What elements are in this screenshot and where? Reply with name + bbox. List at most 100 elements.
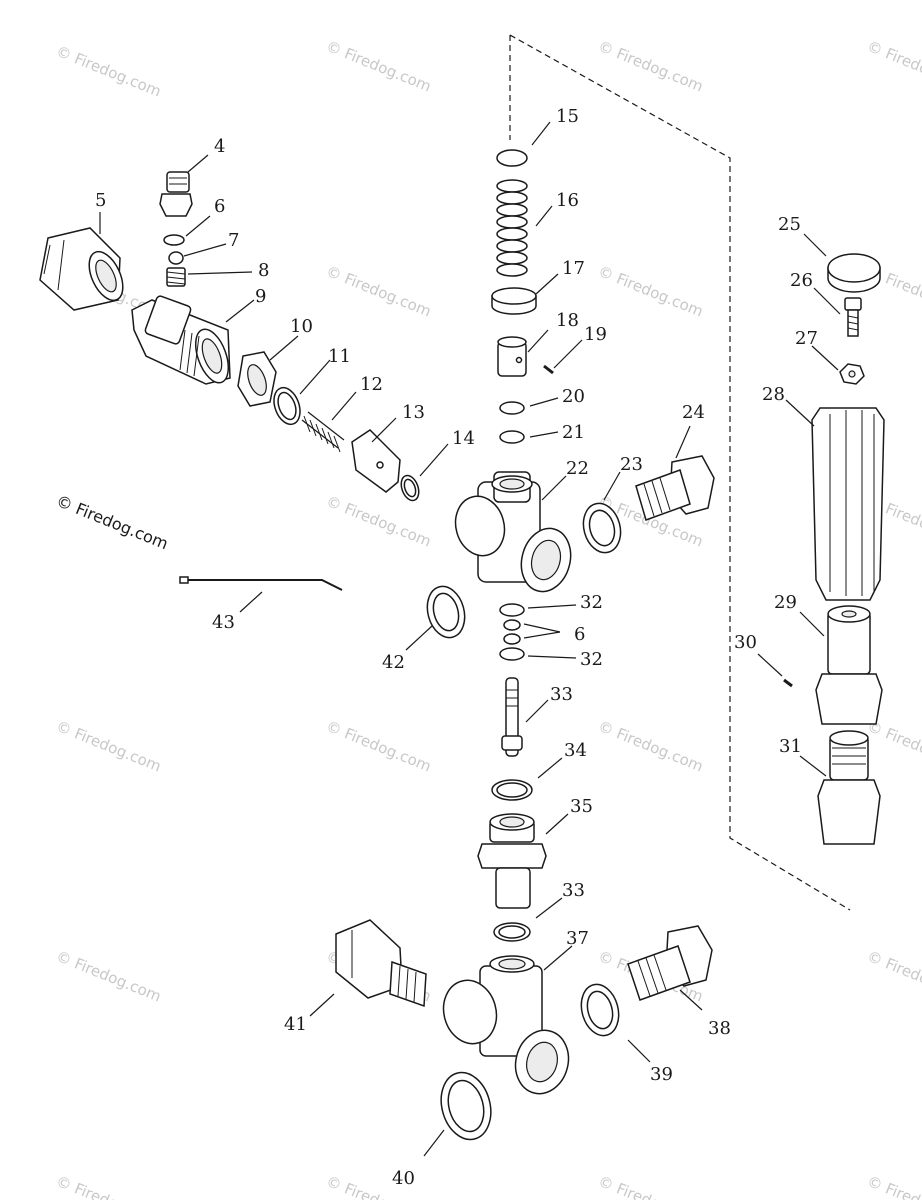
callout-label: 40 xyxy=(392,1168,415,1189)
part-20-oring xyxy=(499,401,525,415)
callout-label: 17 xyxy=(562,258,585,279)
watermark: © Firedog.com xyxy=(324,717,434,775)
callout-label: 12 xyxy=(360,374,383,395)
callout-label: 22 xyxy=(566,458,589,479)
watermark: © Firedog.com xyxy=(865,947,922,1005)
callout-label: 28 xyxy=(762,384,785,405)
callout-label: 31 xyxy=(779,736,802,757)
part-37-tee-body xyxy=(442,955,570,1095)
part-40-washer xyxy=(440,1071,492,1141)
watermark: © Firedog.com xyxy=(324,492,434,550)
part-30-pin xyxy=(783,678,793,688)
part-33-stem xyxy=(501,677,523,757)
part-17-cup xyxy=(491,287,537,315)
part-39-washer xyxy=(580,983,620,1037)
callout-label: 14 xyxy=(452,428,475,449)
part-28-handle xyxy=(811,407,885,601)
callout-label: 21 xyxy=(562,422,585,443)
watermark: © Firedog.com xyxy=(865,1172,922,1200)
part-19-pin xyxy=(543,364,554,375)
watermark: © Firedog.com xyxy=(596,1172,706,1200)
part-12-spring xyxy=(301,411,345,453)
part-32-oring xyxy=(499,603,525,661)
callout-label: 37 xyxy=(566,928,589,949)
part-6-oring xyxy=(163,234,185,246)
callout-label: 32 xyxy=(580,649,603,670)
part-29-extension xyxy=(815,605,883,725)
part-35-seat xyxy=(477,813,547,909)
callout-label: 8 xyxy=(258,260,269,281)
part-7-ball xyxy=(168,251,184,265)
callout-label: 39 xyxy=(650,1064,673,1085)
part-26-screw xyxy=(844,297,862,337)
part-16-spring-stack xyxy=(496,179,528,277)
watermark: © Firedog.com xyxy=(865,717,922,775)
callout-label: 32 xyxy=(580,592,603,613)
watermark: © Firedog.com xyxy=(324,37,434,95)
part-4-fitting xyxy=(159,171,193,217)
callout-label: 34 xyxy=(564,740,587,761)
part-8-spring xyxy=(166,267,186,287)
part-33-oring xyxy=(493,922,531,942)
part-18-sleeve xyxy=(497,336,527,377)
callout-label: 29 xyxy=(774,592,797,613)
watermark: © Firedog.com xyxy=(54,717,164,775)
part-11-oring xyxy=(273,386,301,426)
watermark: © Firedog.com xyxy=(54,42,164,100)
part-38-banjo-bolt xyxy=(627,925,713,1001)
callout-label: 38 xyxy=(708,1018,731,1039)
part-42-washer xyxy=(426,585,466,639)
watermark: © Firedog.com xyxy=(865,37,922,95)
callout-label: 16 xyxy=(556,190,579,211)
callout-label: 6 xyxy=(574,624,585,645)
part-15-cap xyxy=(496,149,528,167)
watermark: © Firedog.com xyxy=(324,1172,434,1200)
watermark: © Firedog.com xyxy=(324,262,434,320)
callout-label: 19 xyxy=(584,324,607,345)
part-31-fitting xyxy=(817,730,881,845)
part-41-fitting xyxy=(335,919,427,1008)
callout-label: 33 xyxy=(562,880,585,901)
callout-label: 20 xyxy=(562,386,585,407)
callout-label: 41 xyxy=(284,1014,307,1035)
callout-label: 18 xyxy=(556,310,579,331)
callout-label: 24 xyxy=(682,402,705,423)
part-43-rod xyxy=(179,576,343,591)
callout-label: 4 xyxy=(214,136,225,157)
callout-labels: 4 5 6 7 8 9 10 11 12 13 14 15 16 17 18 1… xyxy=(95,106,818,1189)
watermark-dark: © Firedog.com xyxy=(54,491,171,553)
leader-lines xyxy=(99,121,841,1157)
watermark: © Firedog.com xyxy=(596,717,706,775)
watermark: © Firedog.com xyxy=(54,1172,164,1200)
callout-label: 42 xyxy=(382,652,405,673)
callout-label: 30 xyxy=(734,632,757,653)
callout-label: 9 xyxy=(255,286,266,307)
part-22-tee-body xyxy=(454,471,572,593)
callout-label: 23 xyxy=(620,454,643,475)
callout-label: 13 xyxy=(402,402,425,423)
callout-label: 26 xyxy=(790,270,813,291)
watermark: © Firedog.com xyxy=(596,262,706,320)
callout-label: 11 xyxy=(328,346,351,367)
part-9-valve-body xyxy=(131,295,231,385)
part-6-orings xyxy=(503,619,521,645)
callout-label: 35 xyxy=(570,796,593,817)
assembly-group-outline xyxy=(509,34,851,911)
part-5-nut xyxy=(39,227,124,311)
callout-label: 33 xyxy=(550,684,573,705)
callout-label: 27 xyxy=(795,328,818,349)
callout-label: 43 xyxy=(212,612,235,633)
part-34-oring xyxy=(491,779,533,801)
part-27-nut xyxy=(839,363,865,385)
watermark: © Firedog.com xyxy=(596,37,706,95)
part-14-washer xyxy=(400,474,420,502)
part-21-oring xyxy=(499,430,525,444)
callout-label: 5 xyxy=(95,190,106,211)
watermark: © Firedog.com xyxy=(54,947,164,1005)
part-23-washer xyxy=(582,502,622,554)
callout-label: 25 xyxy=(778,214,801,235)
callout-label: 7 xyxy=(228,230,239,251)
callout-label: 6 xyxy=(214,196,225,217)
callout-label: 10 xyxy=(290,316,313,337)
